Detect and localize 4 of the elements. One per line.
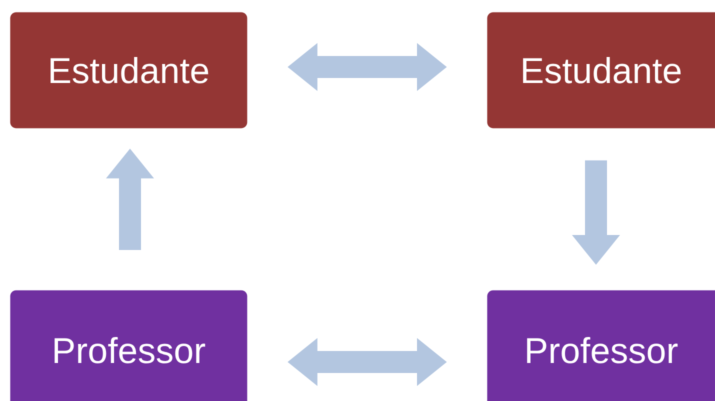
role-box: Estudante xyxy=(487,12,715,128)
role-box: Estudante xyxy=(10,12,248,128)
role-box: Professor xyxy=(487,290,715,401)
role-box: Professor xyxy=(10,290,248,401)
